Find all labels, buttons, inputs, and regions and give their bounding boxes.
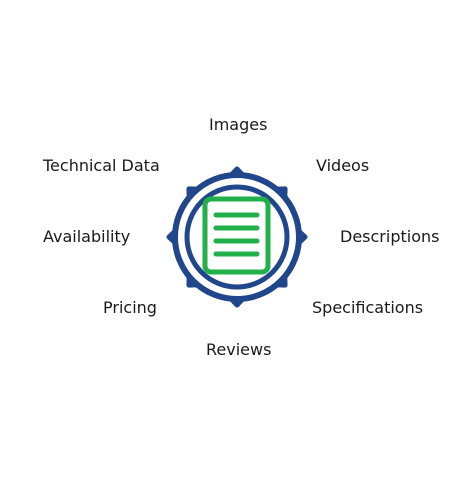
label-images: Images: [209, 115, 268, 134]
label-pricing: Pricing: [103, 298, 157, 317]
label-technical-data: Technical Data: [43, 156, 160, 175]
label-specifications: Specifications: [312, 298, 424, 317]
label-reviews: Reviews: [206, 340, 272, 359]
label-descriptions: Descriptions: [340, 227, 440, 246]
document-icon: [202, 196, 271, 275]
label-availability: Availability: [43, 227, 131, 246]
label-videos: Videos: [316, 156, 370, 175]
